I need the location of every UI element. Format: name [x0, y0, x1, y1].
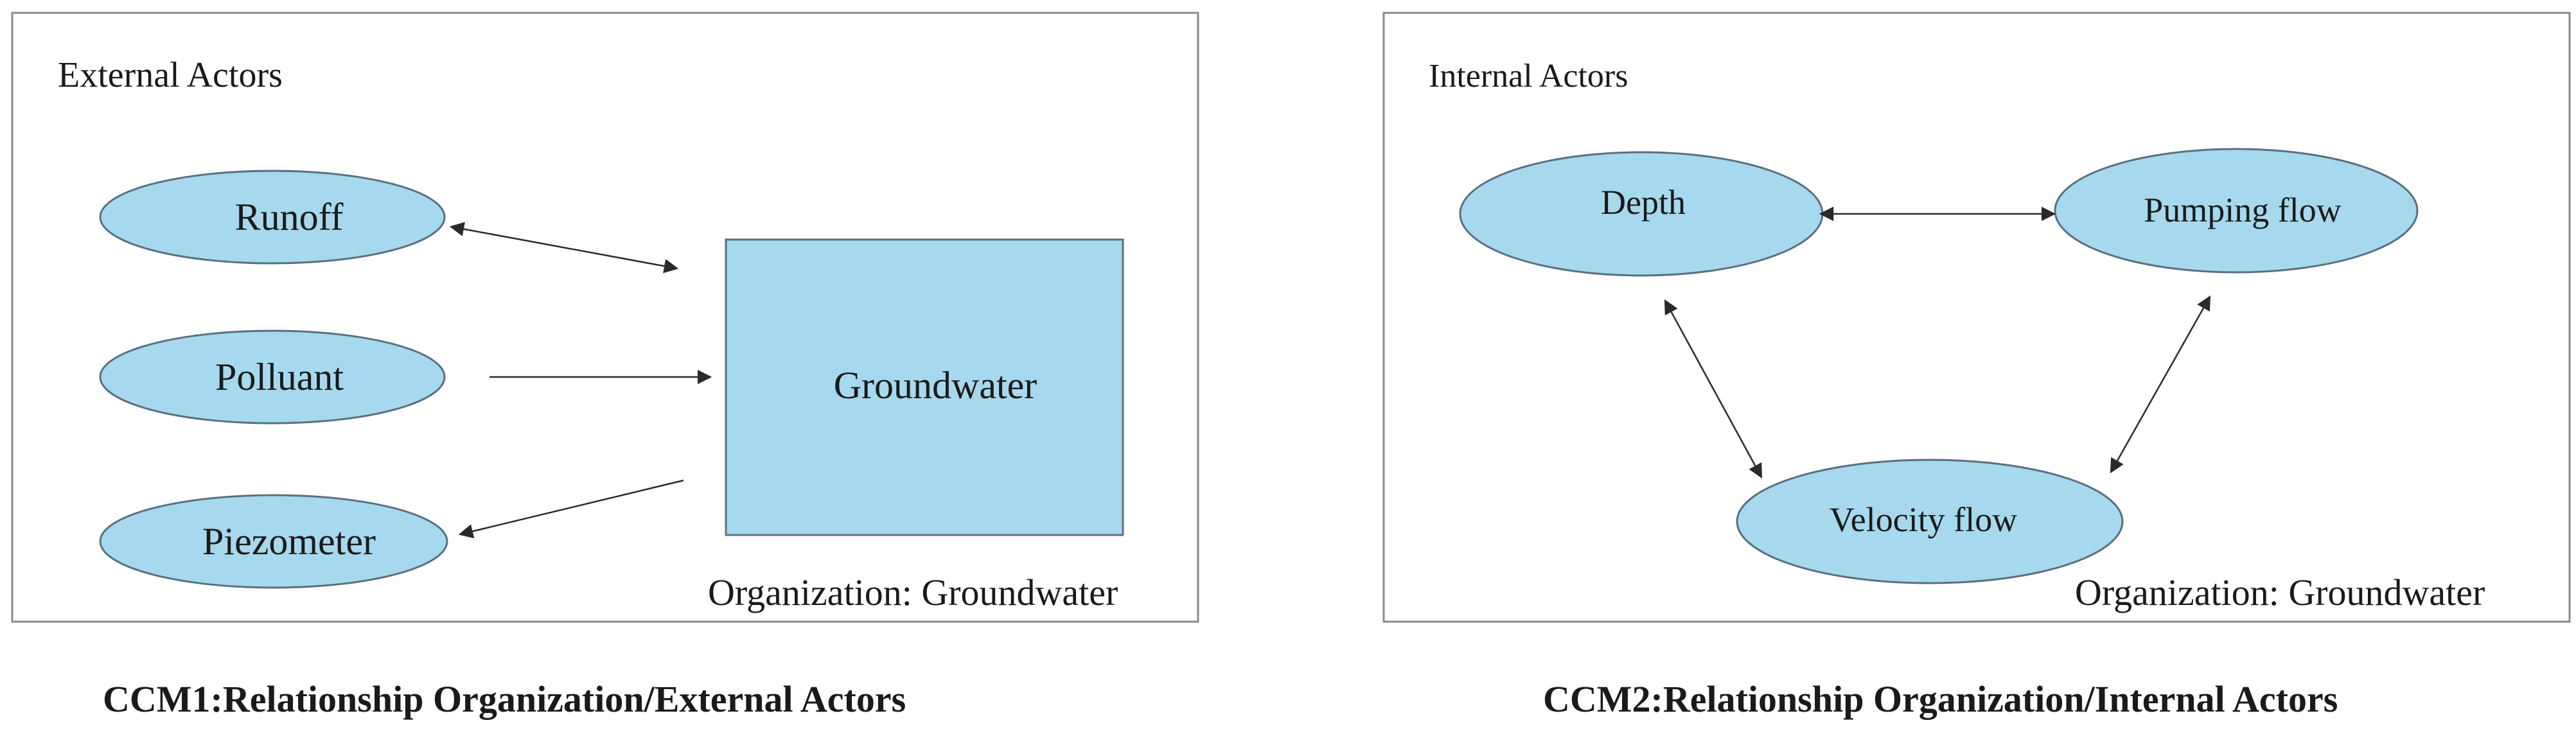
ccm1-header: External Actors [58, 55, 283, 95]
pollutant-label: Polluant [215, 356, 344, 398]
depth-label: Depth [1601, 183, 1686, 222]
edge-groundwater-piezometer [458, 479, 684, 539]
ccm1-organization-label: Organization: Groundwater [708, 572, 1118, 613]
runoff-node: Runoff [99, 170, 446, 265]
depth-node: Depth [1459, 151, 1824, 277]
edge-runoff-groundwater [449, 222, 679, 274]
groundwater-label: Groundwater [834, 364, 1037, 407]
ccm1-caption: CCM1:Relationship Organization/External … [103, 678, 906, 720]
ccm2-caption: CCM2:Relationship Organization/Internal … [1543, 678, 2338, 720]
ccm2-header: Internal Actors [1429, 58, 1628, 94]
pumping-flow-node: Pumping flow [2054, 148, 2419, 274]
ccm2-panel: Internal Actors Depth Pumping flow Veloc… [1382, 12, 2571, 720]
ccm1-panel: External Actors Runoff Polluant Piezomet… [11, 12, 1199, 720]
edge-depth-velocity-flow [1664, 299, 1763, 478]
velocity-flow-label: Velocity flow [1830, 500, 2017, 539]
piezometer-node: Piezometer [99, 494, 448, 589]
ccm2-organization-label: Organization: Groundwater [2075, 572, 2485, 613]
pumping-flow-label: Pumping flow [2144, 191, 2342, 229]
velocity-flow-node: Velocity flow [1736, 459, 2124, 584]
runoff-label: Runoff [235, 196, 344, 238]
piezometer-label: Piezometer [202, 520, 376, 563]
groundwater-node: Groundwater [725, 238, 1124, 536]
edge-pumping-flow-velocity-flow [2110, 295, 2211, 473]
pollutant-node: Polluant [99, 329, 446, 425]
